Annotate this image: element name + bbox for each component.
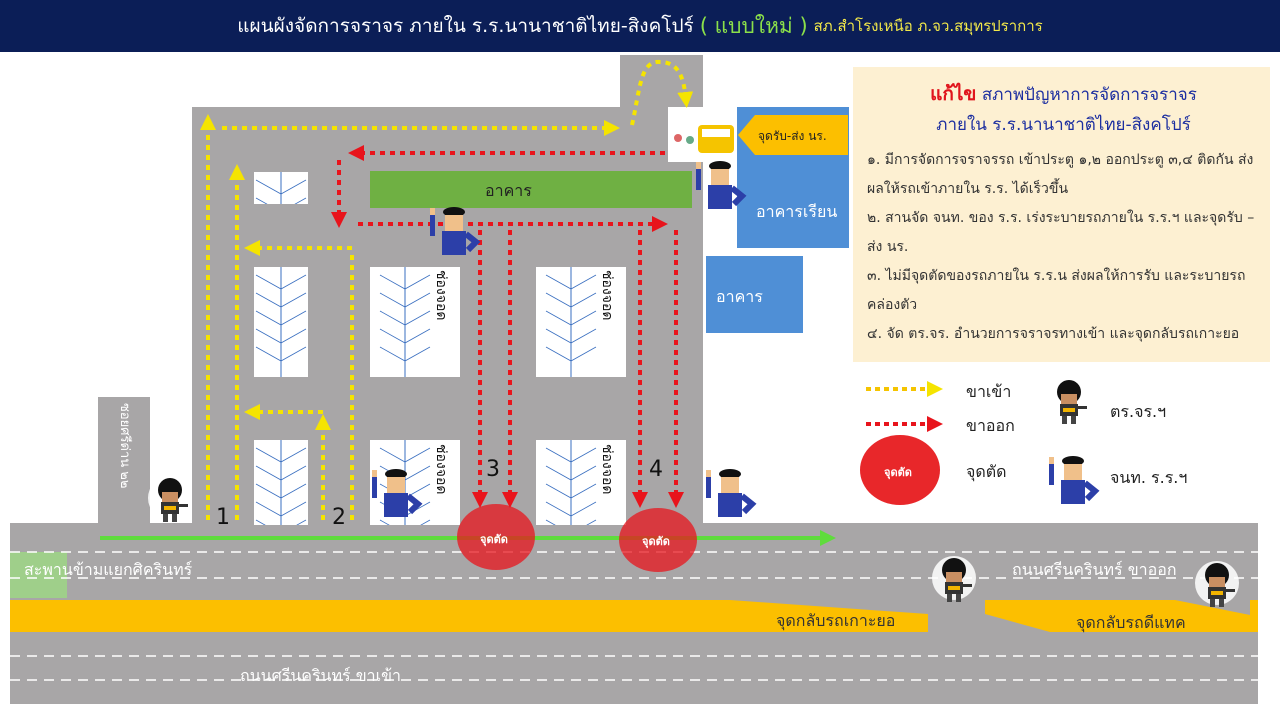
title-bar: แผนผังจัดการจราจร ภายใน ร.ร.นานาชาติไทย-… — [0, 0, 1280, 52]
uturn-1-label: จุดกลับรถเกาะยอ — [776, 611, 896, 630]
parking-label: ช่องจอด — [433, 270, 449, 321]
conflict-label: จุดตัด — [642, 535, 670, 548]
legend-outbound-label: ขาออก — [966, 416, 1015, 435]
side-soi — [98, 397, 150, 527]
pickup-sign — [738, 115, 848, 155]
legend-conflict-label: จุดตัด — [966, 462, 1007, 481]
panel-heading-red: แก้ไข — [930, 83, 977, 105]
side-soi-label: ซอยศรีด่าน ๒๒ — [117, 403, 132, 489]
panel-heading-line2: ภายใน ร.ร.นานาชาติไทย-สิงคโปร์ — [936, 115, 1191, 135]
building-school-label: อาคารเรียน — [756, 202, 838, 221]
title-highlight: ( แบบใหม่ ) — [699, 13, 808, 38]
pickup-label: จุดรับ-ส่ง นร. — [758, 129, 827, 143]
building-green-label: อาคาร — [485, 181, 532, 200]
gate-3-label: 3 — [486, 457, 500, 482]
conflict-point-3 — [457, 504, 535, 570]
uturn-island-1 — [10, 600, 928, 632]
legend-inbound-label: ขาเข้า — [966, 382, 1012, 401]
bridge-label: สะพานข้ามแยกศิครินทร์ — [24, 560, 193, 579]
building-green — [370, 171, 692, 208]
parking-label: ช่องจอด — [599, 444, 615, 495]
panel-heading-line1: สภาพปัญหาการจัดการจราจร — [981, 85, 1197, 105]
title-agency: สภ.สำโรงเหนือ ภ.จว.สมุทรปราการ — [813, 17, 1043, 35]
legend-conflict-badge: จุดตัด — [884, 466, 912, 479]
road-out-label: ถนนศรีนครินทร์ ขาออก — [1012, 560, 1177, 579]
legend-police-icon — [1047, 378, 1091, 424]
traffic-police-icon — [148, 476, 192, 522]
legend-police-label: ตร.จร.ฯ — [1110, 402, 1167, 421]
gate-1-label: 1 — [216, 505, 230, 530]
building-blue-label: อาคาร — [716, 287, 763, 306]
panel-item: ๒. สานจัด จนท. ของ ร.ร. เร่งระบายรถภายใน… — [867, 210, 1255, 255]
gate-4-label: 4 — [649, 457, 663, 482]
uturn-2-label: จุดกลับรถดีแทค — [1076, 613, 1186, 632]
solution-panel: แก้ไข สภาพปัญหาการจัดการจราจร ภายใน ร.ร.… — [853, 67, 1270, 362]
bridge-marker — [10, 552, 67, 598]
uturn-island-2 — [985, 600, 1250, 632]
conflict-label: จุดตัด — [480, 533, 508, 546]
panel-item: ๑. มีการจัดการจราจรรถ เข้าประตู ๑,๒ ออกป… — [867, 152, 1254, 197]
gate-2-label: 2 — [332, 505, 346, 530]
legend-conflict-icon — [860, 435, 940, 505]
legend-staff-label: จนท. ร.ร.ฯ — [1110, 468, 1188, 487]
panel-item: ๓. ไม่มีจุดตัดของรถภายใน ร.ร.น ส่งผลให้ก… — [867, 268, 1246, 313]
legend-staff-icon — [1049, 456, 1095, 504]
parking-label: ช่องจอด — [599, 270, 615, 321]
building-blue — [706, 256, 803, 333]
panel-item: ๔. จัด ตร.จร. อำนวยการจราจรทางเข้า และจุ… — [867, 326, 1240, 342]
conflict-point-4 — [619, 508, 697, 572]
title-main: แผนผังจัดการจราจร ภายใน ร.ร.นานาชาติไทย-… — [237, 15, 694, 37]
parking-label: ช่องจอด — [433, 444, 449, 495]
road-in-label: ถนนศรีนครินทร์ ขาเข้า — [240, 666, 402, 685]
school-staff-icon — [706, 469, 752, 517]
